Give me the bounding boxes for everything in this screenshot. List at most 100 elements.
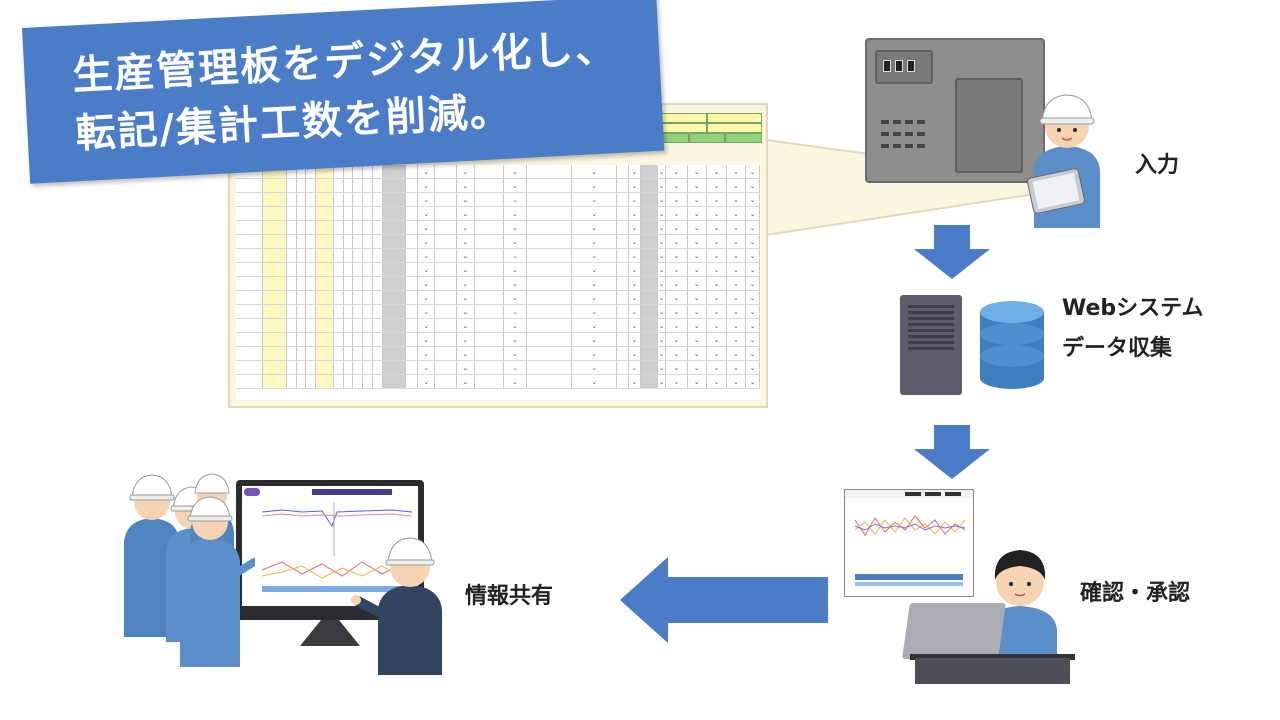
dropdown-chevron-icon: ⌄ bbox=[713, 349, 720, 358]
spreadsheet-cell bbox=[353, 221, 364, 234]
spreadsheet-cell bbox=[353, 361, 364, 374]
spreadsheet-cell bbox=[334, 249, 344, 262]
spreadsheet-cell bbox=[353, 291, 364, 304]
spreadsheet-cell bbox=[353, 207, 364, 220]
dropdown-chevron-icon: ⌄ bbox=[462, 335, 469, 344]
spreadsheet-cell bbox=[640, 179, 659, 192]
dropdown-chevron-icon: ⌄ bbox=[749, 349, 756, 358]
spreadsheet-cell bbox=[263, 179, 287, 192]
spreadsheet-cell bbox=[334, 333, 344, 346]
spreadsheet-cell bbox=[406, 277, 418, 290]
spreadsheet-cell bbox=[475, 291, 504, 304]
dropdown-chevron-icon: ⌄ bbox=[658, 181, 665, 190]
dropdown-chevron-icon: ⌄ bbox=[591, 223, 598, 232]
spreadsheet-cell bbox=[316, 207, 334, 220]
step-web-system-label: Webシステム bbox=[1062, 296, 1204, 321]
spreadsheet-cell bbox=[435, 249, 457, 262]
spreadsheet-cell bbox=[297, 291, 307, 304]
spreadsheet-cell bbox=[353, 277, 364, 290]
spreadsheet-cell bbox=[363, 179, 373, 192]
spreadsheet-cell: ⌄ bbox=[666, 319, 688, 332]
spreadsheet-cell bbox=[334, 263, 344, 276]
spreadsheet-cell bbox=[640, 221, 659, 234]
spreadsheet-cell bbox=[287, 347, 297, 360]
dropdown-chevron-icon: ⌄ bbox=[749, 377, 756, 386]
spreadsheet-cell bbox=[236, 375, 264, 388]
spreadsheet-cell bbox=[236, 235, 264, 248]
dropdown-chevron-icon: ⌄ bbox=[631, 293, 638, 302]
spreadsheet-cell: ⌄ bbox=[666, 249, 688, 262]
spreadsheet-cell: ⌄ bbox=[504, 347, 528, 360]
dropdown-chevron-icon: ⌄ bbox=[732, 223, 739, 232]
dropdown-chevron-icon: ⌄ bbox=[713, 377, 720, 386]
spreadsheet-cell: ⌄ bbox=[629, 347, 641, 360]
spreadsheet-cell bbox=[316, 179, 334, 192]
spreadsheet-cell bbox=[617, 277, 629, 290]
spreadsheet-cell: ⌄ bbox=[457, 179, 475, 192]
spreadsheet-cell: ⌄ bbox=[688, 263, 708, 276]
spreadsheet-cell bbox=[287, 235, 297, 248]
dropdown-chevron-icon: ⌄ bbox=[462, 209, 469, 218]
dropdown-chevron-icon: ⌄ bbox=[462, 293, 469, 302]
spreadsheet-cell: ⌄ bbox=[629, 165, 641, 178]
spreadsheet-cell bbox=[306, 291, 317, 304]
spreadsheet-cell: ⌄ bbox=[572, 263, 618, 276]
dropdown-chevron-icon: ⌄ bbox=[749, 265, 756, 274]
spreadsheet-cell bbox=[297, 193, 307, 206]
spreadsheet-cell: ⌄ bbox=[707, 347, 727, 360]
spreadsheet-cell bbox=[373, 375, 383, 388]
step-review-label: 確認・承認 bbox=[1080, 581, 1191, 606]
dropdown-chevron-icon: ⌄ bbox=[591, 293, 598, 302]
dropdown-chevron-icon: ⌄ bbox=[423, 335, 430, 344]
spreadsheet-cell bbox=[406, 333, 418, 346]
spreadsheet-cell bbox=[306, 179, 317, 192]
spreadsheet-cell bbox=[640, 277, 659, 290]
dropdown-chevron-icon: ⌄ bbox=[423, 167, 430, 176]
dropdown-chevron-icon: ⌄ bbox=[591, 181, 598, 190]
spreadsheet-cell bbox=[344, 361, 354, 374]
spreadsheet-cell: ⌄ bbox=[418, 375, 436, 388]
spreadsheet-cell bbox=[297, 207, 307, 220]
spreadsheet-cell: ⌄ bbox=[504, 221, 528, 234]
spreadsheet-cell: ⌄ bbox=[666, 263, 688, 276]
spreadsheet-cell bbox=[316, 277, 334, 290]
spreadsheet-cell: ⌄ bbox=[658, 375, 667, 388]
dropdown-chevron-icon: ⌄ bbox=[631, 195, 638, 204]
dropdown-chevron-icon: ⌄ bbox=[658, 377, 665, 386]
desk bbox=[915, 658, 1070, 684]
spreadsheet-cell: ⌄ bbox=[457, 193, 475, 206]
dropdown-chevron-icon: ⌄ bbox=[673, 181, 680, 190]
spreadsheet-cell bbox=[306, 207, 317, 220]
spreadsheet-cell: ⌄ bbox=[418, 165, 436, 178]
spreadsheet-cell bbox=[287, 361, 297, 374]
spreadsheet-cell bbox=[382, 277, 407, 290]
spreadsheet-cell: ⌄ bbox=[629, 221, 641, 234]
spreadsheet-cell bbox=[406, 207, 418, 220]
dropdown-chevron-icon: ⌄ bbox=[591, 209, 598, 218]
spreadsheet-row: ⌄⌄⌄⌄⌄⌄⌄⌄⌄⌄⌄ bbox=[236, 249, 760, 263]
spreadsheet-cell bbox=[382, 221, 407, 234]
spreadsheet-cell: ⌄ bbox=[457, 235, 475, 248]
spreadsheet-cell: ⌄ bbox=[666, 291, 688, 304]
dropdown-chevron-icon: ⌄ bbox=[673, 251, 680, 260]
dropdown-chevron-icon: ⌄ bbox=[462, 181, 469, 190]
dropdown-chevron-icon: ⌄ bbox=[631, 321, 638, 330]
dropdown-chevron-icon: ⌄ bbox=[591, 321, 598, 330]
dropdown-chevron-icon: ⌄ bbox=[512, 195, 518, 204]
spreadsheet-cell bbox=[435, 305, 457, 318]
spreadsheet-cell: ⌄ bbox=[572, 319, 618, 332]
spreadsheet-cell bbox=[435, 277, 457, 290]
spreadsheet-cell bbox=[435, 235, 457, 248]
spreadsheet-cell bbox=[475, 207, 504, 220]
spreadsheet-cell bbox=[316, 291, 334, 304]
spreadsheet-cell: ⌄ bbox=[504, 165, 528, 178]
spreadsheet-cell bbox=[640, 291, 659, 304]
dropdown-chevron-icon: ⌄ bbox=[732, 195, 739, 204]
dropdown-chevron-icon: ⌄ bbox=[658, 307, 665, 316]
dropdown-chevron-icon: ⌄ bbox=[732, 349, 739, 358]
spreadsheet-cell bbox=[475, 361, 504, 374]
team-viewing-dashboard-icon bbox=[124, 473, 255, 667]
spreadsheet-cell bbox=[297, 333, 307, 346]
spreadsheet-cell bbox=[287, 249, 297, 262]
spreadsheet-cell bbox=[353, 333, 364, 346]
